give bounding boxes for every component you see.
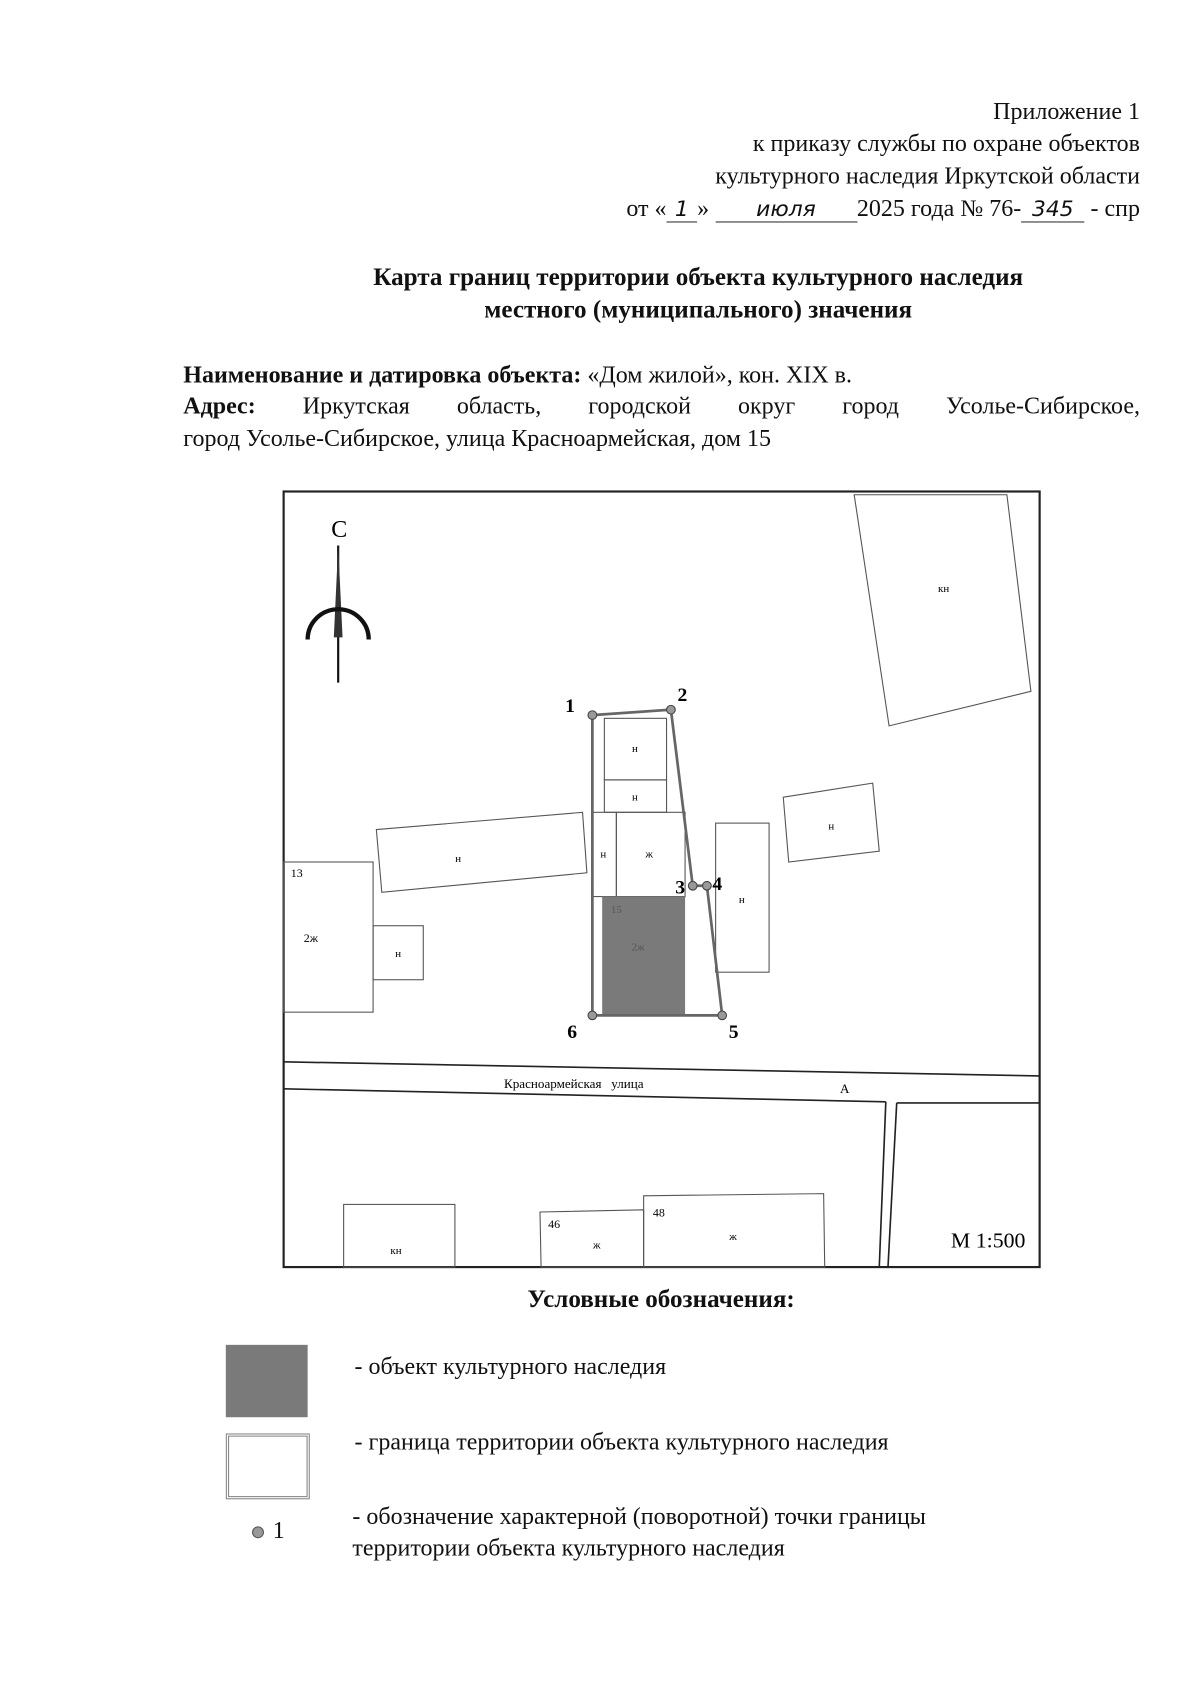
map-frame bbox=[282, 490, 1041, 1269]
point-label: 4 bbox=[712, 874, 722, 895]
building-kn-bottom bbox=[343, 1203, 456, 1268]
legend-item: - объект культурного наследия bbox=[354, 1352, 667, 1380]
building-number: 48 bbox=[653, 1205, 665, 1219]
date-mid: » bbox=[697, 194, 710, 222]
building-label: н bbox=[455, 853, 461, 865]
legend-heritage-swatch bbox=[225, 1344, 308, 1418]
map-scale: М 1:500 bbox=[951, 1229, 1026, 1253]
building-number: 46 bbox=[548, 1217, 560, 1231]
year-text: 2025 года № 76- bbox=[856, 194, 1022, 222]
building-number: 15 bbox=[611, 904, 622, 916]
building-label: н bbox=[632, 791, 638, 803]
building-label: н bbox=[739, 894, 745, 906]
building-label: ж bbox=[592, 1240, 601, 1252]
building-label: кн bbox=[390, 1245, 401, 1257]
building-label: н bbox=[395, 948, 401, 960]
point-label: 5 bbox=[729, 1022, 739, 1043]
page-title: местного (муниципального) значения bbox=[484, 295, 913, 323]
legend-point-symbol: 1 bbox=[272, 1516, 285, 1544]
building-label: 2ж bbox=[304, 931, 319, 945]
appendix-label: Приложение 1 bbox=[993, 97, 1140, 125]
building-label: ж bbox=[644, 849, 653, 861]
legend-title: Условные обозначения: bbox=[527, 1285, 795, 1313]
address-line: город Усолье-Сибирское, улица Красноарме… bbox=[183, 424, 771, 452]
address-label: Адрес: bbox=[183, 392, 256, 420]
handwritten-number: 345 bbox=[1021, 196, 1085, 223]
address-value: Иркутская область, городской округ город… bbox=[302, 392, 1140, 420]
address-line: Адрес: Иркутская область, городской окру… bbox=[183, 392, 1140, 420]
north-arrow-icon bbox=[305, 545, 371, 683]
point-3 bbox=[687, 880, 698, 891]
legend-item: территории объекта культурного наследия bbox=[352, 1533, 785, 1561]
order-line: культурного наследия Иркутской области bbox=[715, 162, 1140, 190]
building-label: ж bbox=[728, 1231, 737, 1243]
building-label: 2ж bbox=[632, 942, 645, 954]
boundary-points bbox=[587, 704, 728, 1021]
building-label: кн bbox=[938, 583, 949, 595]
building-n bbox=[715, 822, 770, 973]
point-2 bbox=[665, 704, 676, 715]
point-1 bbox=[587, 710, 598, 720]
building-48 bbox=[643, 1193, 826, 1268]
street-lines bbox=[283, 1061, 1040, 1268]
building-13 bbox=[283, 861, 374, 1013]
building-label: н bbox=[632, 743, 638, 755]
street-name: Красноармейская улица bbox=[504, 1076, 644, 1091]
legend-point-icon bbox=[251, 1526, 264, 1539]
building-n bbox=[372, 925, 424, 981]
point-label: 1 bbox=[565, 696, 575, 717]
point-6 bbox=[587, 1010, 598, 1021]
handwritten-day: 1 bbox=[666, 196, 698, 223]
road-letter: А bbox=[840, 1081, 850, 1096]
point-4 bbox=[701, 880, 712, 891]
name-label: Наименование и датировка объекта: bbox=[183, 360, 582, 388]
building-n bbox=[375, 811, 588, 893]
building-label: н bbox=[828, 821, 834, 833]
object-name: Наименование и датировка объекта: «Дом ж… bbox=[183, 361, 1140, 389]
date-prefix: от « bbox=[626, 194, 667, 222]
building-kn bbox=[853, 494, 1032, 727]
building-label: н bbox=[600, 849, 606, 861]
legend-item: - граница территории объекта культурного… bbox=[354, 1428, 889, 1456]
heritage-object bbox=[602, 896, 686, 1016]
point-label: 2 bbox=[677, 685, 687, 706]
page-title: Карта границ территории объекта культурн… bbox=[373, 263, 1024, 291]
order-line: к приказу службы по охране объектов bbox=[752, 129, 1140, 157]
building-n bbox=[782, 782, 880, 863]
handwritten-month: июля bbox=[715, 196, 857, 223]
legend-item: - обозначение характерной (поворотной) т… bbox=[352, 1502, 926, 1530]
name-value: «Дом жилой», кон. XIX в. bbox=[587, 360, 852, 388]
point-5 bbox=[717, 1010, 728, 1021]
legend-boundary-swatch bbox=[225, 1433, 310, 1500]
point-label: 6 bbox=[567, 1022, 577, 1043]
north-label: С bbox=[331, 517, 347, 543]
number-suffix: - спр bbox=[1090, 194, 1140, 222]
building-number: 13 bbox=[291, 866, 303, 880]
point-label: 3 bbox=[675, 877, 685, 898]
